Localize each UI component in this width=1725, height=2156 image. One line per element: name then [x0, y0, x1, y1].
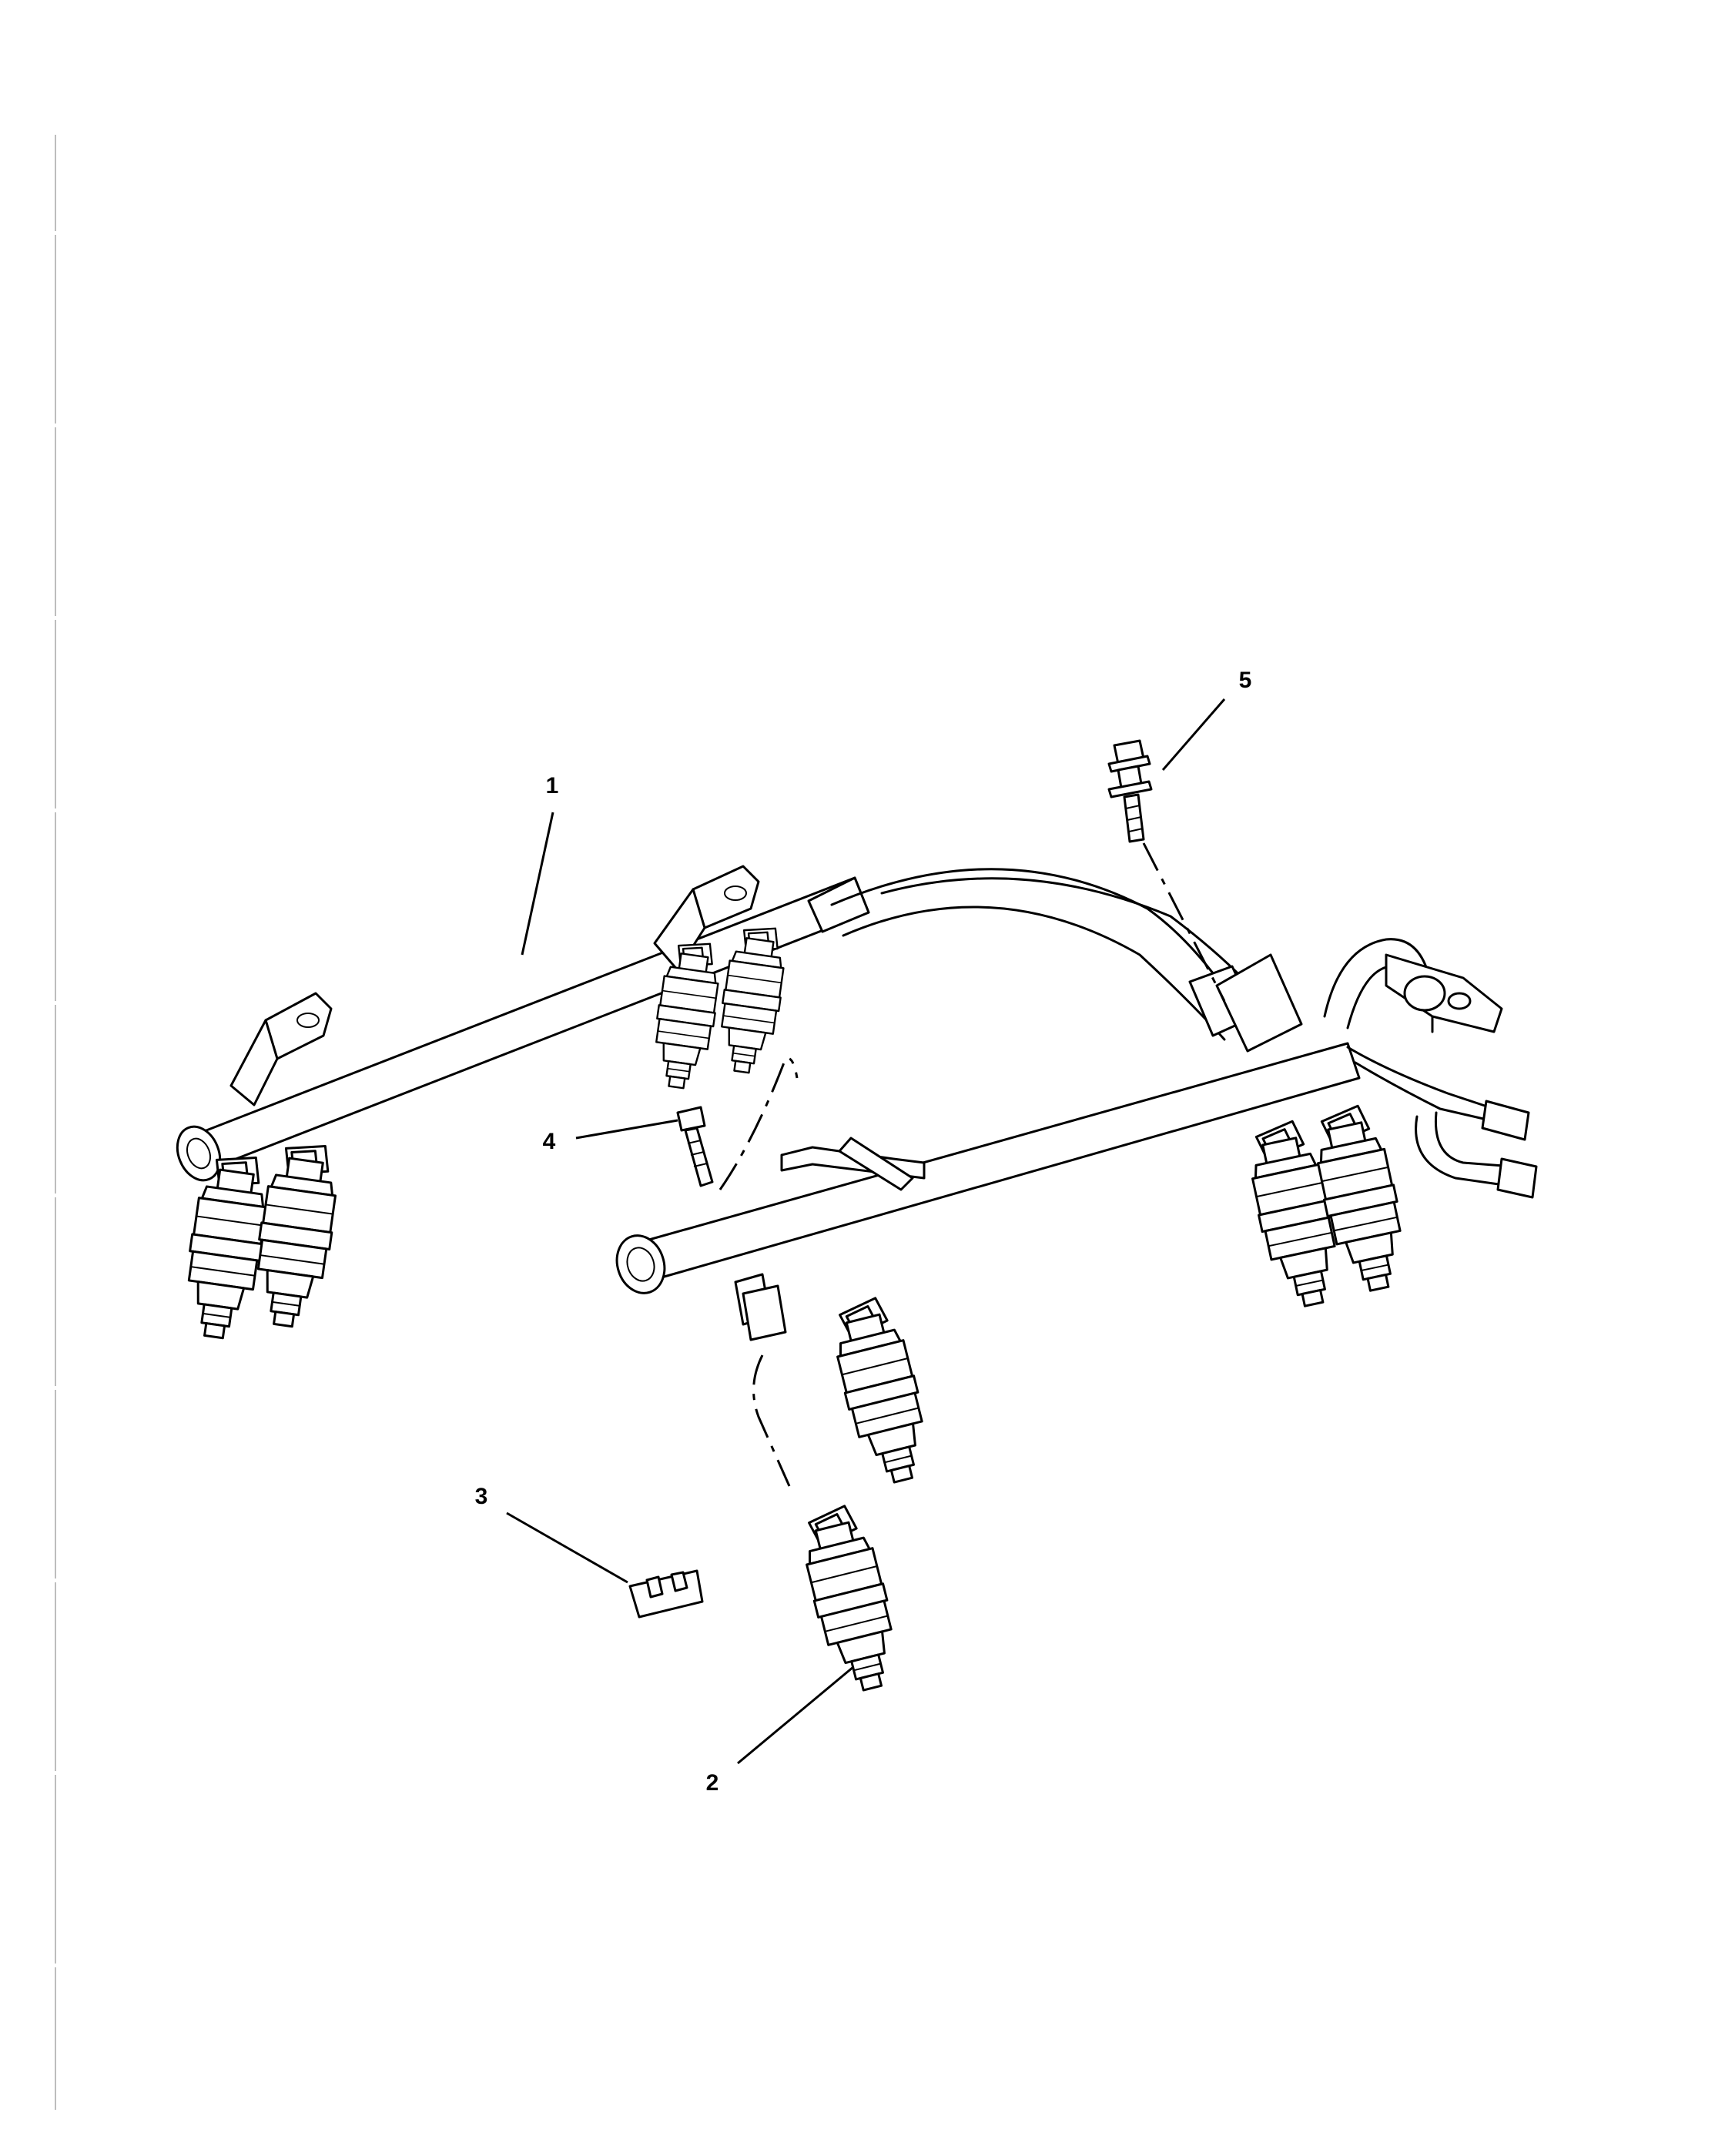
callout-4: 4: [543, 1129, 556, 1154]
callout-2: 2: [706, 1770, 719, 1796]
callout-3: 3: [475, 1484, 488, 1509]
leader-4: [575, 1119, 678, 1140]
lower-fuel-rail: [615, 938, 1538, 1490]
leader-lines: [506, 698, 1226, 1765]
return-hoses: [1346, 1046, 1538, 1199]
rail-mount-bracket-lower: [1215, 953, 1303, 1053]
leader-1: [521, 812, 554, 956]
exploded-injector: [752, 1354, 909, 1698]
rail-bolt: [676, 1056, 799, 1190]
rail-hanger-bracket: [780, 1137, 926, 1191]
callout-labels: 1 2 3 4 5: [475, 668, 1252, 1796]
rail-stud-bolt: [1107, 739, 1226, 1002]
callout-5: 5: [1239, 668, 1252, 693]
crossover-fuel-lines: [830, 868, 1272, 1041]
upper-fuel-rail: [176, 865, 870, 1343]
callout-1: 1: [546, 773, 559, 798]
retaining-clip: [628, 1569, 704, 1619]
pressure-regulator: [1323, 938, 1503, 1033]
lower-rail-injectors-right: [1243, 1103, 1415, 1313]
lower-rail-injector-front: [827, 1295, 940, 1490]
rail-mount-bracket-right: [653, 865, 760, 972]
leader-5: [1161, 698, 1226, 771]
rail-mount-bracket-left: [229, 992, 333, 1106]
leader-2: [737, 1666, 854, 1765]
leader-3: [506, 1512, 628, 1584]
